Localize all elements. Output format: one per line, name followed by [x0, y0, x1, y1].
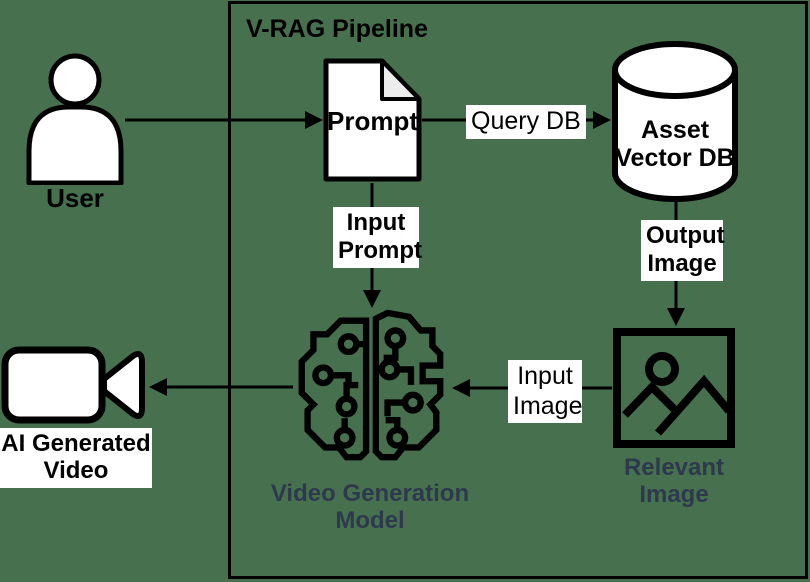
- edge-label-input-prompt-line1: Input: [346, 209, 406, 236]
- relevant-image-label-line2: Image: [639, 480, 709, 508]
- edge-label-input-image-line1: Input: [517, 362, 573, 390]
- relevant-image-icon: [613, 328, 735, 448]
- ai-generated-video-label-line1: AI Generated: [1, 430, 151, 457]
- asset-vector-db-label-line1: Asset: [640, 116, 710, 144]
- prompt-label: Prompt: [327, 106, 418, 136]
- prompt-document-icon: [323, 58, 422, 182]
- edge-label-output-image: Output Image: [641, 220, 725, 281]
- video-camera-icon: [1, 346, 145, 424]
- relevant-image-label-line1: Relevant: [623, 454, 725, 481]
- asset-vector-db-label: Asset Vector DB: [599, 116, 751, 172]
- ai-generated-video-label-line2: Video: [43, 456, 109, 484]
- edge-label-output-image-line2: Image: [647, 250, 717, 278]
- video-generation-model-label-line1: Video Generation: [270, 480, 470, 507]
- edge-label-input-image-line2: Image: [513, 391, 583, 420]
- pipeline-boundary-box: [228, 1, 808, 579]
- video-generation-model-label: Video Generation Model: [257, 480, 483, 535]
- edge-label-output-image-line1: Output: [646, 222, 725, 249]
- video-generation-model-label-line2: Model: [335, 506, 405, 534]
- edge-label-input-prompt-line2: Prompt: [338, 237, 422, 265]
- ai-generated-video-label: AI Generated Video: [0, 428, 152, 488]
- user-label: User: [46, 183, 104, 213]
- pipeline-title: V-RAG Pipeline: [246, 15, 428, 43]
- user-icon: [26, 53, 124, 185]
- relevant-image-label: Relevant Image: [597, 454, 751, 509]
- edge-label-input-image: Input Image: [508, 360, 582, 423]
- asset-vector-db-icon: [612, 41, 738, 202]
- edge-label-query-db: Query DB: [466, 105, 586, 139]
- asset-vector-db-label-line2: Vector DB: [615, 144, 735, 172]
- ai-brain-icon: [298, 309, 444, 461]
- edge-label-input-prompt: Input Prompt: [333, 207, 422, 268]
